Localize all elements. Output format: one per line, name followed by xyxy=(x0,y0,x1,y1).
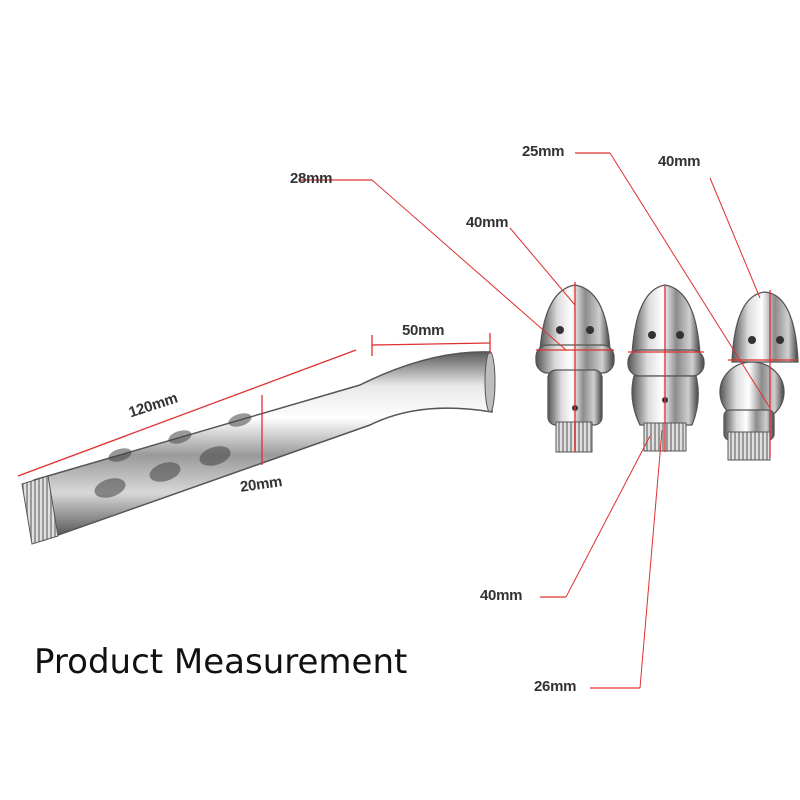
product-measurement-title: Product Measurement xyxy=(34,642,408,682)
nozzle-2 xyxy=(627,284,705,452)
dimension-lines xyxy=(17,152,798,689)
pipe-grooves xyxy=(94,413,252,498)
nozzle-3 xyxy=(719,291,799,461)
nozzle1-length-label: 40mm xyxy=(466,214,509,231)
nozzle2-length-label: 40mm xyxy=(480,587,523,604)
nozzle2-diameter-label: 26mm xyxy=(534,678,577,695)
shower-pipe xyxy=(21,351,496,545)
nozzle3-diameter-label: 25mm xyxy=(522,143,565,160)
pipe-thread xyxy=(21,475,59,545)
pipe-tip-label: 50mm xyxy=(402,322,445,339)
nozzle1-diameter-label: 28mm xyxy=(290,170,333,187)
nozzle3-length-label: 40mm xyxy=(658,153,701,170)
